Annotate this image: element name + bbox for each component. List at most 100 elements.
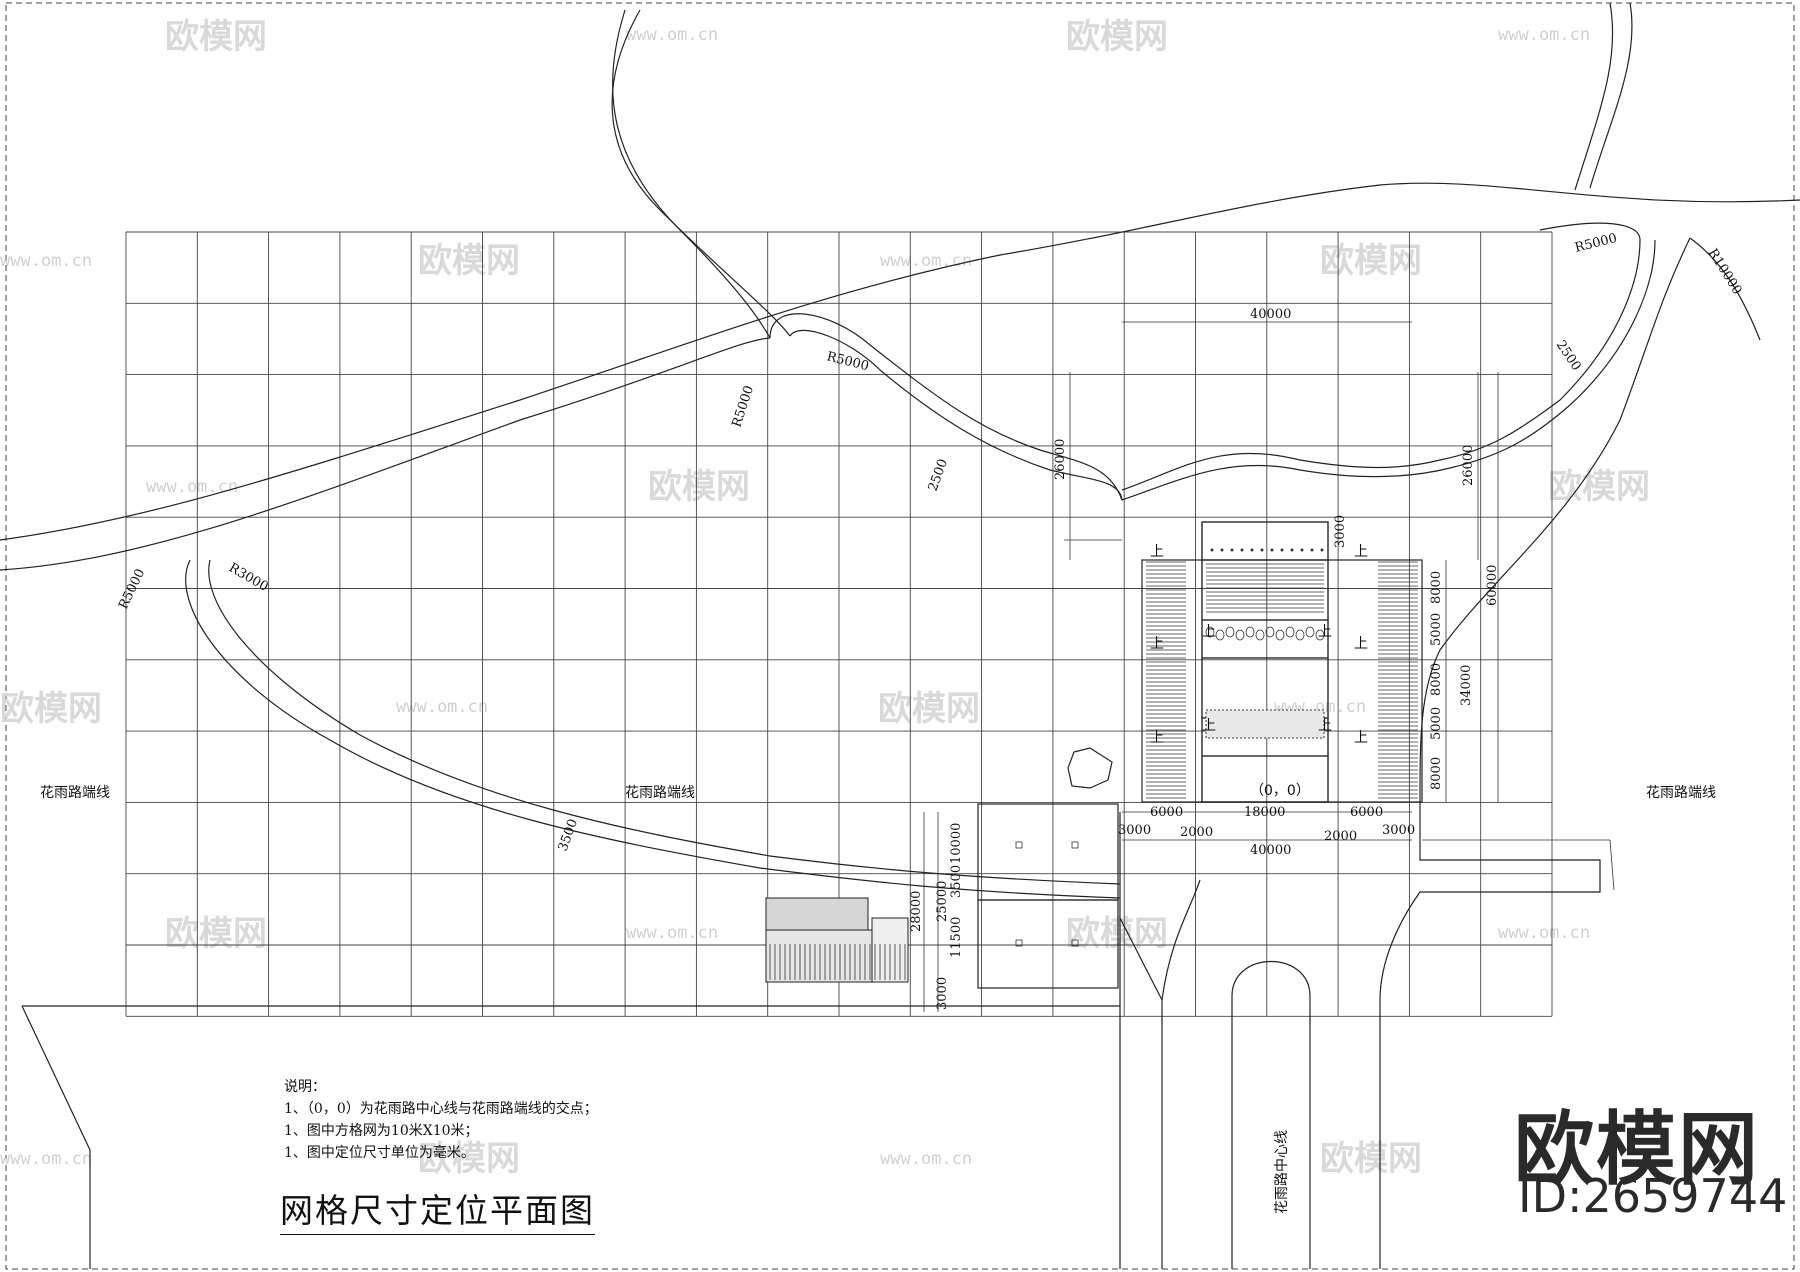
dim-row: 8000 <box>1429 757 1444 790</box>
bollard <box>1205 626 1215 638</box>
watermark-text: 欧模网 <box>1066 914 1168 954</box>
dim-top-width: 40000 <box>1250 307 1291 322</box>
central-plaza <box>1141 521 1423 803</box>
stair-up-label: 上 <box>1150 730 1164 746</box>
bollard <box>1260 548 1264 552</box>
watermark-text: 欧模网 <box>1548 467 1650 507</box>
winding-paths <box>0 2 1800 899</box>
watermark-id: ID:2659744 <box>1518 1169 1788 1223</box>
bollard <box>1320 548 1324 552</box>
watermark-text: 欧模网 <box>648 467 750 507</box>
note-line: 1、图中定位尺寸单位为毫米。 <box>284 1145 475 1161</box>
watermark-url: www.om.cn <box>626 923 718 943</box>
bollard <box>1300 548 1304 552</box>
dimension-labels: 40000 40000 26000 26000 60000 34000 3000… <box>116 231 1744 1010</box>
stair-up-label: 上 <box>1354 730 1368 746</box>
bollard <box>1305 626 1315 638</box>
dim-row: 8000 <box>1429 663 1444 696</box>
bollard <box>1225 626 1235 638</box>
road-end-label: 花雨路端线 <box>625 785 695 801</box>
dim-path-width: 3500 <box>556 817 581 853</box>
bollard <box>1310 548 1314 552</box>
watermark-url: www.om.cn <box>0 1149 92 1169</box>
watermark-text: 欧模网 <box>0 689 102 729</box>
road-turnaround <box>1161 800 1615 1269</box>
stair-up-label: 上 <box>1354 636 1368 652</box>
bollard <box>1290 548 1294 552</box>
watermark-url: www.om.cn <box>1498 25 1590 45</box>
timber-deck <box>765 929 877 983</box>
note-line: 1、图中方格网为10米X10米； <box>284 1123 479 1139</box>
dim-radius: R5000 <box>825 349 870 374</box>
dim-span: 2000 <box>1324 829 1357 844</box>
sheet-border <box>5 2 1795 1270</box>
dim-path-width: 2500 <box>1553 338 1584 374</box>
lower-left-blocks <box>765 803 1119 989</box>
watermark-text: 欧模网 <box>1066 17 1168 57</box>
bollard <box>1220 548 1224 552</box>
watermark-brand: 欧模网 <box>1514 1103 1760 1196</box>
bollard-row <box>1205 548 1325 641</box>
dim-span: 6000 <box>1150 805 1183 820</box>
dim-row: 5000 <box>1429 707 1444 740</box>
bollard <box>1315 629 1325 641</box>
dim-total-height: 60000 <box>1485 565 1500 606</box>
dim-row: 5000 <box>1429 613 1444 646</box>
dim-span: 18000 <box>1244 805 1285 820</box>
dim-left-block: 3500 <box>949 865 964 898</box>
watermark-text: 欧模网 <box>165 914 267 954</box>
watermark-url: www.om.cn <box>880 1149 972 1169</box>
road-center-label: 花雨路中心线 <box>1274 1130 1290 1214</box>
stair-up-label: 上 <box>1202 718 1216 734</box>
dim-row: 3000 <box>1333 515 1348 548</box>
stair-up-label: 上 <box>1150 636 1164 652</box>
dim-left-block: 25000 <box>935 881 950 922</box>
bollard <box>1270 548 1274 552</box>
dim-left-block: 11500 <box>949 917 964 958</box>
dim-span: 2000 <box>1180 825 1213 840</box>
drawing-notes: 说明： 1、（0，0）为花雨路中心线与花雨路端线的交点； 1、图中方格网为10米… <box>284 1076 598 1164</box>
stair-up-label: 上 <box>1318 718 1332 734</box>
bollard <box>1215 629 1225 641</box>
watermark-text: 欧模网 <box>418 241 520 281</box>
stair-up-label: 上 <box>1318 624 1332 640</box>
bollard <box>1255 629 1265 641</box>
bollard <box>1245 626 1255 638</box>
bollard <box>1230 548 1234 552</box>
dim-left-block: 28000 <box>909 891 924 932</box>
dim-bottom-width: 40000 <box>1250 843 1291 858</box>
watermark-layer: 欧模网 欧模网 www.om.cn www.om.cn 欧模网 欧模网 www.… <box>0 17 1650 1179</box>
dim-radius: R10000 <box>1705 246 1745 297</box>
bollard <box>1295 629 1305 641</box>
watermark-text: 欧模网 <box>878 689 980 729</box>
dim-lower-height: 34000 <box>1459 665 1474 706</box>
watermark-url: www.om.cn <box>880 251 972 271</box>
watermark-text: 欧模网 <box>1320 241 1422 281</box>
dim-left-height: 26000 <box>1053 439 1068 480</box>
dim-radius: R5000 <box>730 384 758 429</box>
paving-strip <box>1205 709 1325 739</box>
road-end-label: 花雨路端线 <box>40 785 110 801</box>
watermark-text: 欧模网 <box>418 1139 520 1179</box>
plan-labels: 花雨路端线 花雨路端线 花雨路端线 （0，0） 花雨路中心线 上 上 上 上 上… <box>40 544 1716 1214</box>
stair-up-label: 上 <box>1354 544 1368 560</box>
watermark-text: 欧模网 <box>165 17 267 57</box>
note-line: 1、（0，0）为花雨路中心线与花雨路端线的交点； <box>284 1101 598 1117</box>
road-end-label: 花雨路端线 <box>1646 785 1716 801</box>
dim-radius: R3000 <box>226 560 271 594</box>
bollard <box>1235 629 1245 641</box>
dim-row: 8000 <box>1429 571 1444 604</box>
stair-up-label: 上 <box>1202 624 1216 640</box>
bollard <box>1265 626 1275 638</box>
dim-path-width: 2500 <box>926 457 951 493</box>
bollard <box>1210 548 1214 552</box>
dim-span: 6000 <box>1350 805 1383 820</box>
rock-feature <box>1067 747 1113 789</box>
dim-right-height: 26000 <box>1461 445 1476 486</box>
watermark-text: 欧模网 <box>1320 1139 1422 1179</box>
dim-radius: R5000 <box>116 567 148 612</box>
stair-treads <box>1146 561 1418 799</box>
dim-span: 3000 <box>1118 823 1151 838</box>
dim-left-block: 3000 <box>935 977 950 1010</box>
